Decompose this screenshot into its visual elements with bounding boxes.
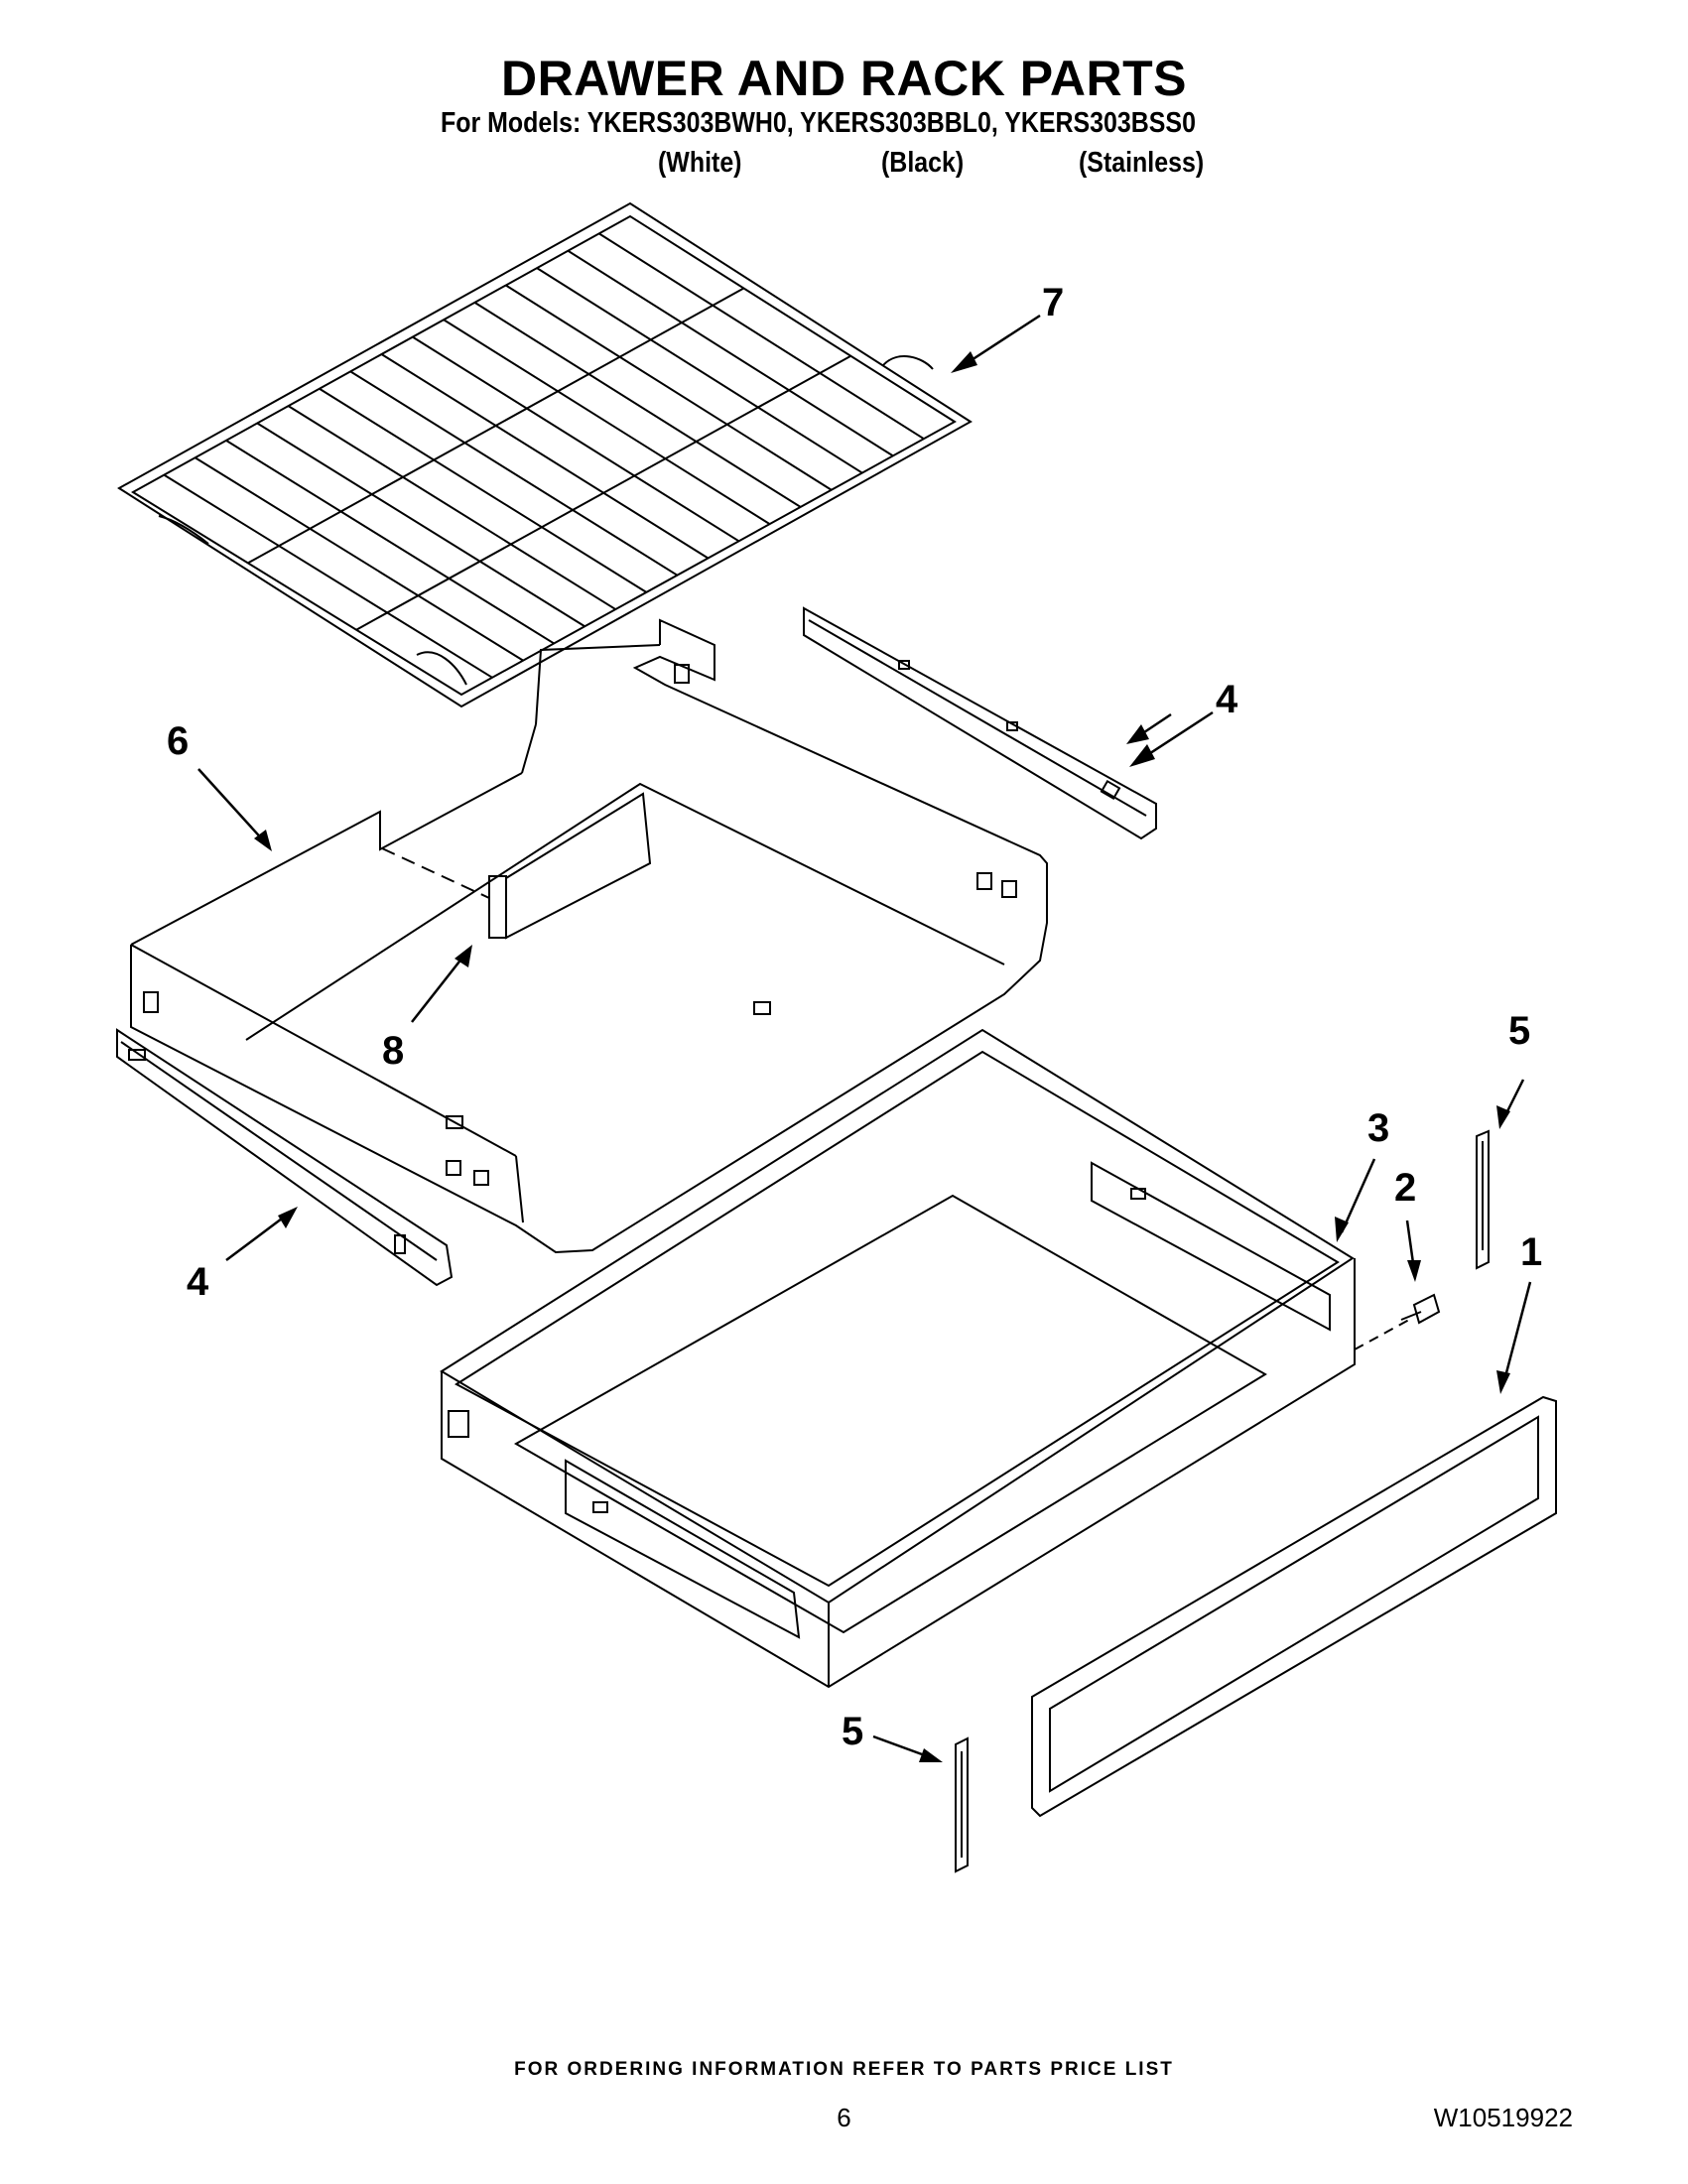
drawer-glide-left-part: [955, 1736, 969, 1873]
rack-crossbar: [247, 287, 744, 565]
oven-rack-part: [117, 201, 973, 708]
callout-slide-upper: 4: [1216, 678, 1238, 721]
rack-wire: [536, 267, 863, 474]
rack-wire: [225, 440, 555, 645]
variant-white: (White): [658, 147, 742, 179]
callout-rack: 7: [1042, 281, 1064, 324]
models-line: For Models: YKERS303BWH0, YKERS303BBL0, …: [441, 107, 1196, 139]
rack-wire: [412, 335, 740, 543]
variant-black: (Black): [881, 147, 965, 179]
rack-wire: [349, 370, 678, 577]
callout-screw: 2: [1394, 1166, 1416, 1210]
callout-drawer-front: 1: [1520, 1230, 1542, 1274]
callout-liner-bracket: 8: [382, 1029, 404, 1073]
document-number: W10519922: [1433, 2103, 1573, 2132]
callout-slide-lower: 4: [187, 1260, 209, 1304]
rack-crossbar: [355, 354, 851, 631]
rack-wire: [567, 249, 894, 457]
page-title: DRAWER AND RACK PARTS: [500, 51, 1188, 106]
liner-bracket-part: [381, 792, 652, 940]
slide-rail-lower-part: [116, 1028, 454, 1287]
rack-wire: [443, 319, 771, 525]
screw-part: [1400, 1293, 1441, 1325]
drawer-body-part: [440, 1028, 1410, 1689]
callout-arrows: [197, 314, 1532, 1762]
callout-drawer-liner: 6: [167, 719, 189, 763]
callout-drawer-body: 3: [1367, 1106, 1389, 1150]
rack-wire: [288, 405, 616, 610]
drawer-front-part: [1031, 1395, 1557, 1818]
callout-glide-right: 5: [1508, 1009, 1530, 1053]
rack-wire: [505, 284, 833, 491]
rack-wire: [256, 422, 585, 628]
rack-wire: [473, 302, 802, 508]
slide-rail-upper-part: [803, 606, 1157, 840]
rack-wire: [598, 232, 925, 441]
drawer-liner-part: [130, 618, 1048, 1254]
rack-wire: [319, 387, 647, 593]
callout-glide-left: 5: [842, 1710, 863, 1753]
variant-stainless: (Stainless): [1079, 147, 1205, 179]
drawer-glide-right-part: [1476, 1129, 1490, 1270]
ordering-info: FOR ORDERING INFORMATION REFER TO PARTS …: [514, 2059, 1174, 2080]
page-number: 6: [837, 2103, 851, 2132]
rack-wire: [195, 456, 524, 662]
rack-wire: [163, 473, 493, 679]
rack-wire: [380, 353, 710, 560]
